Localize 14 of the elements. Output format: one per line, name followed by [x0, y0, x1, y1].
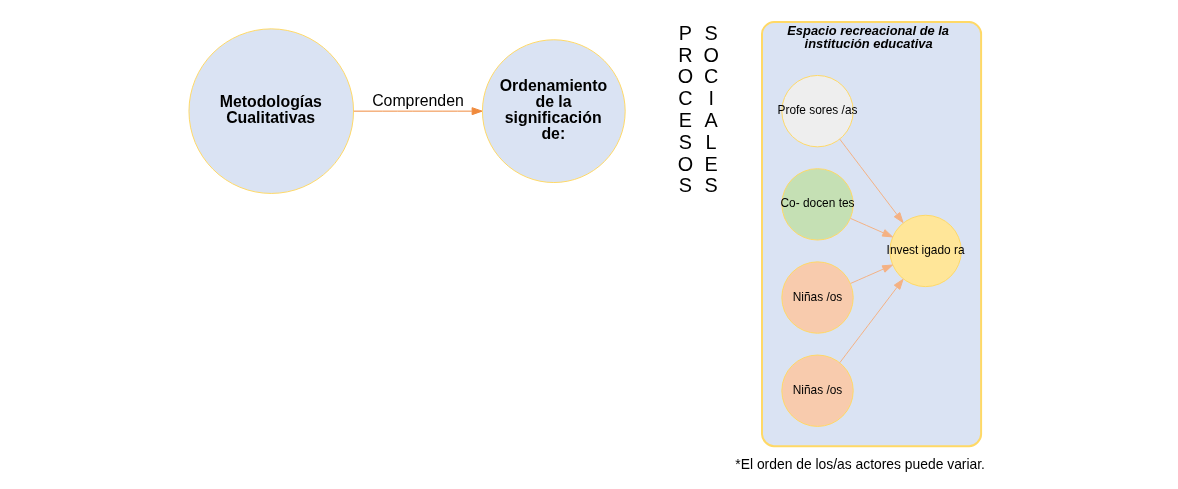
- arrow: [839, 278, 904, 364]
- node-circle: Ordenamiento de la significación de:: [481, 39, 626, 184]
- node-circle: Co- docen tes: [781, 168, 854, 241]
- edge-label: Comprenden: [372, 92, 464, 109]
- arrow: [353, 107, 483, 116]
- node-circle: Metodologías Cualitativas: [188, 28, 355, 194]
- arrow: [839, 138, 904, 224]
- arrow: [850, 264, 894, 284]
- label: SOCIALES: [703, 21, 719, 197]
- label: PROCESOS: [677, 21, 694, 197]
- caption: *El orden de los/as actores puede variar.: [735, 456, 985, 473]
- node-circle: Niñas /os: [781, 354, 854, 427]
- node-circle: Niñas /os: [781, 261, 854, 334]
- arrow: [850, 217, 894, 238]
